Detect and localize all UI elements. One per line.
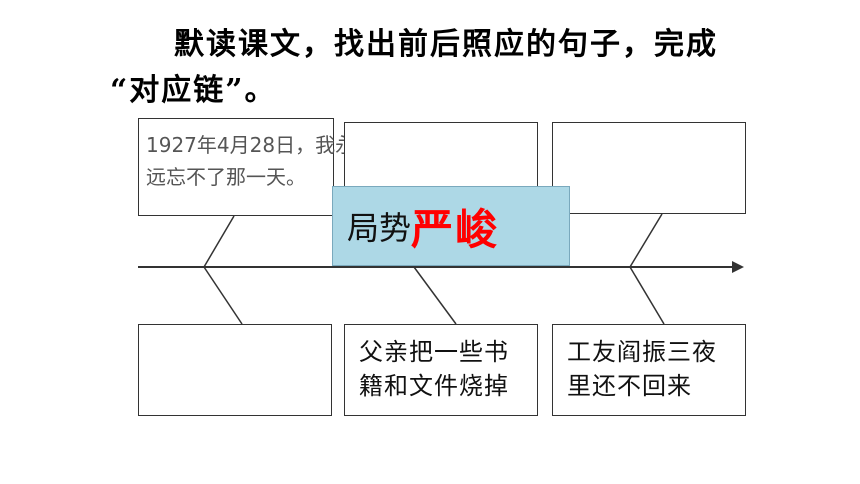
bottom-box-3-text: 工友阎振三夜 里还不回来: [567, 335, 717, 403]
top-box-1: 1927年4月28日，我永 远忘不了那一天。: [138, 118, 355, 216]
bottom-box-2-line-2: 籍和文件烧掉: [359, 372, 509, 400]
instruction-line-2: “对应链”。: [110, 73, 277, 108]
bottom-box-3-line-1: 工友阎振三夜: [567, 338, 717, 366]
bottom-box-2-text: 父亲把一些书 籍和文件烧掉: [359, 335, 509, 403]
top-box-1-line-1: 1927年4月28日，我永: [146, 133, 356, 157]
branch-line-bottom-3: [629, 266, 665, 325]
bottom-box-2: 父亲把一些书 籍和文件烧掉: [344, 324, 538, 416]
branch-line-bottom-1: [203, 266, 243, 325]
bottom-box-2-line-1: 父亲把一些书: [359, 338, 509, 366]
bottom-box-3-line-2: 里还不回来: [567, 372, 692, 400]
center-label: 局势 严峻: [332, 186, 570, 266]
branch-line-top-3: [629, 213, 663, 268]
center-label-emphasis: 严峻: [411, 204, 500, 254]
main-arrow-head: [732, 261, 744, 273]
center-label-lead: 局势: [347, 209, 412, 247]
instruction-line-1: 默读课文，找出前后照应的句子，完成: [174, 27, 718, 62]
instruction-text: 默读课文，找出前后照应的句子，完成 “对应链”。: [110, 22, 810, 114]
branch-line-bottom-2: [413, 266, 457, 325]
top-box-3: [552, 122, 746, 214]
top-box-1-line-2: 远忘不了那一天。: [146, 165, 306, 189]
branch-line-top-1: [203, 215, 235, 268]
bottom-box-3: 工友阎振三夜 里还不回来: [552, 324, 746, 416]
top-box-1-text: 1927年4月28日，我永 远忘不了那一天。: [146, 129, 355, 193]
bottom-box-1: [138, 324, 332, 416]
